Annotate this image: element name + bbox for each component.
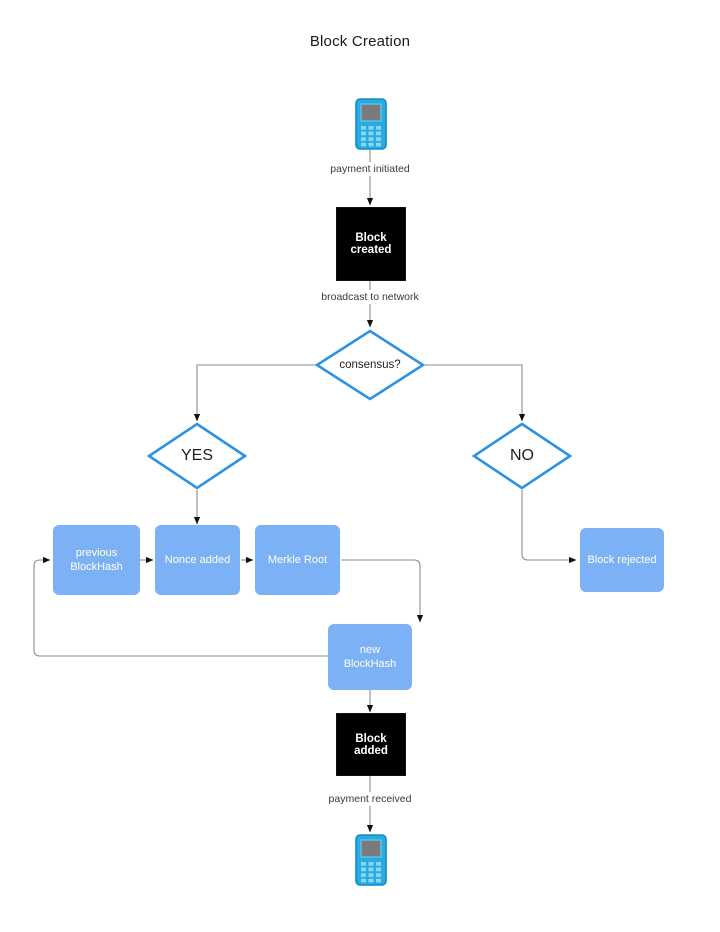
node-nonce-added[interactable]: Nonce added	[155, 525, 240, 595]
node-previous-blockhash[interactable]: previous BlockHash	[53, 525, 140, 595]
node-no-label: NO	[510, 447, 534, 464]
node-nonce-added-label: Nonce added	[164, 554, 231, 566]
node-block-added-label: Block added	[354, 732, 388, 757]
page-title: Block Creation	[309, 33, 411, 50]
mobile-phone-icon-end	[352, 834, 390, 891]
node-block-rejected-label: Block rejected	[587, 554, 657, 566]
mobile-phone-icon-start	[352, 98, 390, 155]
node-block-created[interactable]: Block created	[336, 207, 406, 281]
node-block-added[interactable]: Block added	[336, 713, 406, 776]
edge-label-broadcast-to-network: broadcast to network	[317, 290, 423, 304]
node-new-blockhash-label: new BlockHash	[343, 644, 397, 670]
edge-consensus-to-yes	[193, 364, 317, 422]
edge-no-to-block-rejected	[521, 490, 577, 564]
node-block-created-label: Block created	[350, 232, 392, 256]
edge-label-payment-received: payment received	[324, 792, 416, 806]
node-new-blockhash[interactable]: new BlockHash	[328, 624, 412, 690]
node-yes-label: YES	[180, 447, 213, 464]
node-consensus-label: consensus?	[339, 359, 401, 371]
node-previous-blockhash-label-line2: BlockHash	[70, 561, 123, 573]
edge-merkle-root-to-new-blockhash	[341, 559, 424, 623]
node-yes[interactable]: YES	[146, 422, 248, 490]
edge-label-payment-initiated: payment initiated	[326, 162, 414, 176]
node-block-rejected[interactable]: Block rejected	[580, 528, 664, 592]
node-merkle-root[interactable]: Merkle Root	[255, 525, 340, 595]
node-previous-blockhash-label-line1: previous	[75, 547, 118, 559]
edge-consensus-to-no	[424, 364, 526, 422]
node-merkle-root-label: Merkle Root	[267, 554, 328, 566]
node-no[interactable]: NO	[471, 422, 573, 490]
node-consensus[interactable]: consensus?	[314, 329, 426, 401]
